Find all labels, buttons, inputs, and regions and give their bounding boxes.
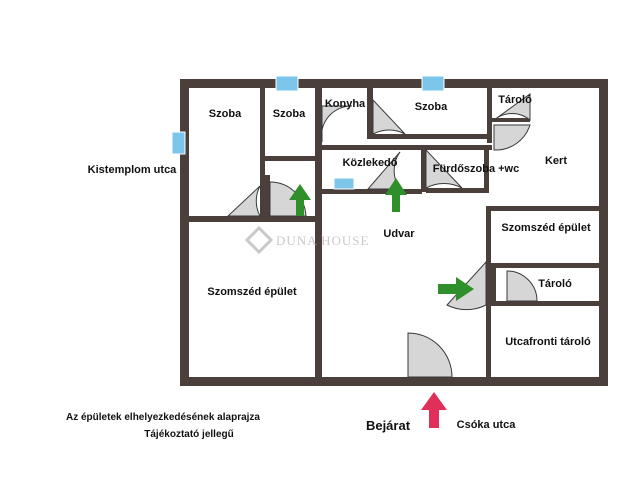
arrow-right-icon <box>438 277 474 301</box>
note-line-2: Tájékoztató jellegű <box>144 429 233 440</box>
room-label-udvar: Udvar <box>383 228 415 240</box>
door-entrance <box>407 332 453 378</box>
window-hallway <box>333 177 355 190</box>
street-label-left: Kistemplom utca <box>88 164 178 176</box>
room-label-kozlekedo: Közlekedő <box>342 157 397 169</box>
door-tarolo-mid <box>506 270 538 302</box>
watermark-text: DUNA HOUSE <box>276 233 369 248</box>
green-arrows <box>289 178 474 301</box>
arrow-up-icon <box>385 178 407 212</box>
windows <box>171 75 445 190</box>
interior-walls <box>189 88 604 381</box>
door-tarolo-top <box>493 93 531 122</box>
room-label-furdoszoba: Fürdőszoba +wc <box>433 163 520 175</box>
room-label-szomszed-jobb: Szomszéd épület <box>501 222 591 234</box>
door-konyha <box>320 105 353 143</box>
room-label-kert: Kert <box>545 155 567 167</box>
street-label-bottom: Csóka utca <box>457 419 517 431</box>
door-furdoszoba <box>425 148 463 189</box>
room-label-szoba-2: Szoba <box>273 108 306 120</box>
window-left <box>171 131 186 155</box>
arrow-up-icon <box>421 392 447 428</box>
window-szoba-2 <box>275 75 299 92</box>
room-label-konyha: Konyha <box>325 98 366 110</box>
room-label-szoba-3: Szoba <box>415 101 448 113</box>
window-szoba-3 <box>421 75 445 92</box>
outer-walls <box>180 79 608 386</box>
room-label-tarolo-top: Tároló <box>498 94 532 106</box>
watermark-logo: DUNA HOUSE <box>244 225 369 255</box>
room-label-szomszed-bal: Szomszéd épület <box>207 286 297 298</box>
room-label-szoba-1: Szoba <box>209 108 242 120</box>
room-label-tarolo-mid: Tároló <box>538 278 572 290</box>
note-line-1: Az épületek elhelyezkedésének alaprajza <box>66 412 260 423</box>
doors <box>226 93 538 378</box>
room-label-utcafronti: Utcafronti tároló <box>505 336 591 348</box>
arrow-up-icon <box>289 184 311 216</box>
door-kert <box>493 124 531 151</box>
door-szoba-3 <box>372 98 406 135</box>
entrance-label: Bejárat <box>366 418 411 433</box>
door-szoba-1 <box>226 185 261 217</box>
